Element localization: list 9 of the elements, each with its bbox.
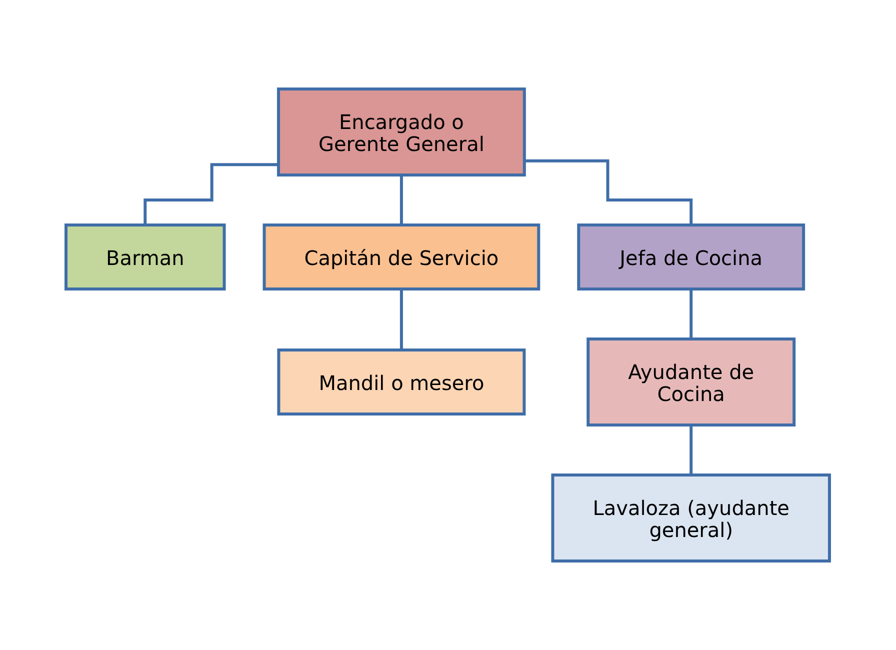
node-box: Encargado o Gerente General [277, 88, 526, 176]
node-box: Capitán de Servicio [263, 224, 540, 290]
node-box: Jefa de Cocina [577, 224, 806, 290]
connector [144, 163, 279, 226]
node-box: Barman [64, 224, 226, 290]
connector [524, 159, 693, 226]
node-box: Ayudante de Cocina [586, 338, 796, 426]
node-box: Lavaloza (ayudante general) [551, 474, 832, 562]
node-box: Mandil o mesero [277, 348, 526, 416]
